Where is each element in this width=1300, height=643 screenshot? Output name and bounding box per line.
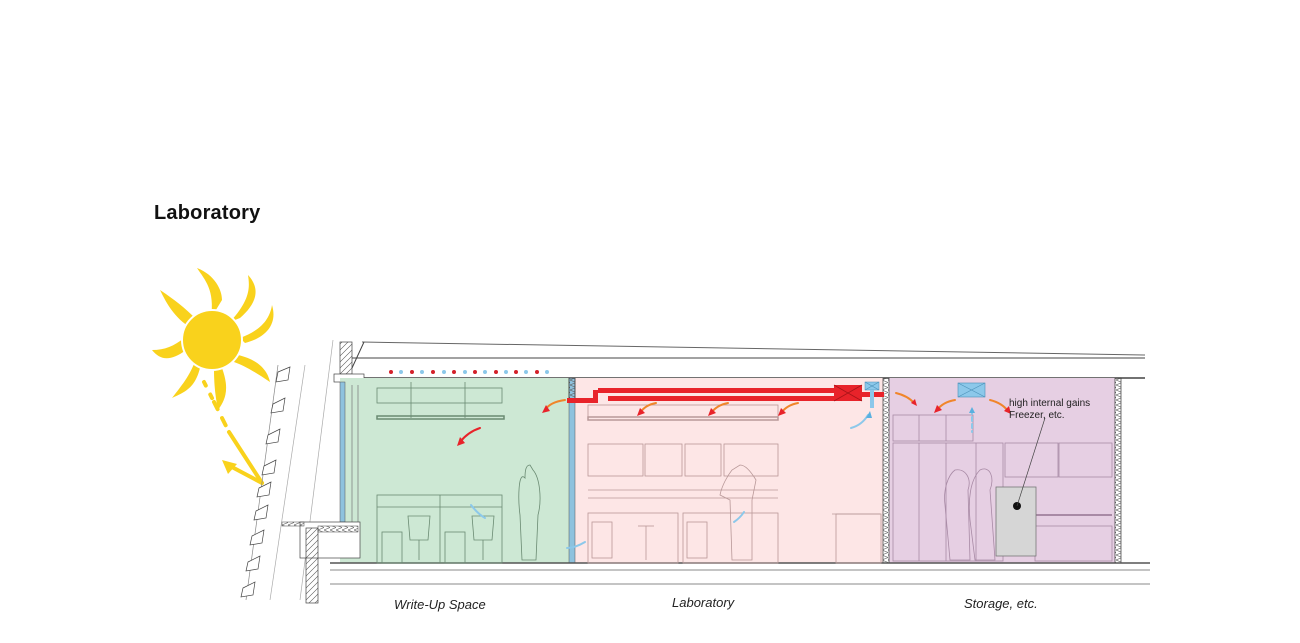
zone-write-up-space — [340, 378, 570, 563]
floor-slab — [330, 562, 1150, 585]
sun-icon — [152, 268, 274, 410]
lab-furniture — [587, 404, 882, 564]
fan-coil-icon — [864, 381, 986, 408]
annotation-line-2: Freezer, etc. — [1009, 410, 1065, 421]
airflow-arrowheads — [457, 399, 1011, 446]
facade-louvers — [240, 339, 334, 601]
zone-label-laboratory: Laboratory — [672, 595, 735, 610]
write-up-furniture — [376, 382, 541, 564]
air-handling-unit-icon — [833, 384, 863, 402]
freezer-unit — [995, 486, 1037, 557]
annotation-high-internal-gains: high internal gains Freezer, etc. — [1009, 398, 1090, 422]
zone-laboratory — [573, 378, 883, 563]
roof-slab — [340, 341, 1146, 379]
storage-cabinets — [892, 414, 1113, 562]
annotation-line-1: high internal gains — [1009, 398, 1091, 409]
ceiling-radiant-dots — [389, 370, 549, 374]
zone-label-write-up-space: Write-Up Space — [394, 597, 486, 612]
diagram-title: Laboratory — [154, 202, 261, 224]
zone-label-storage: Storage, etc. — [964, 596, 1038, 611]
reflection-arrow-icon — [202, 380, 264, 485]
